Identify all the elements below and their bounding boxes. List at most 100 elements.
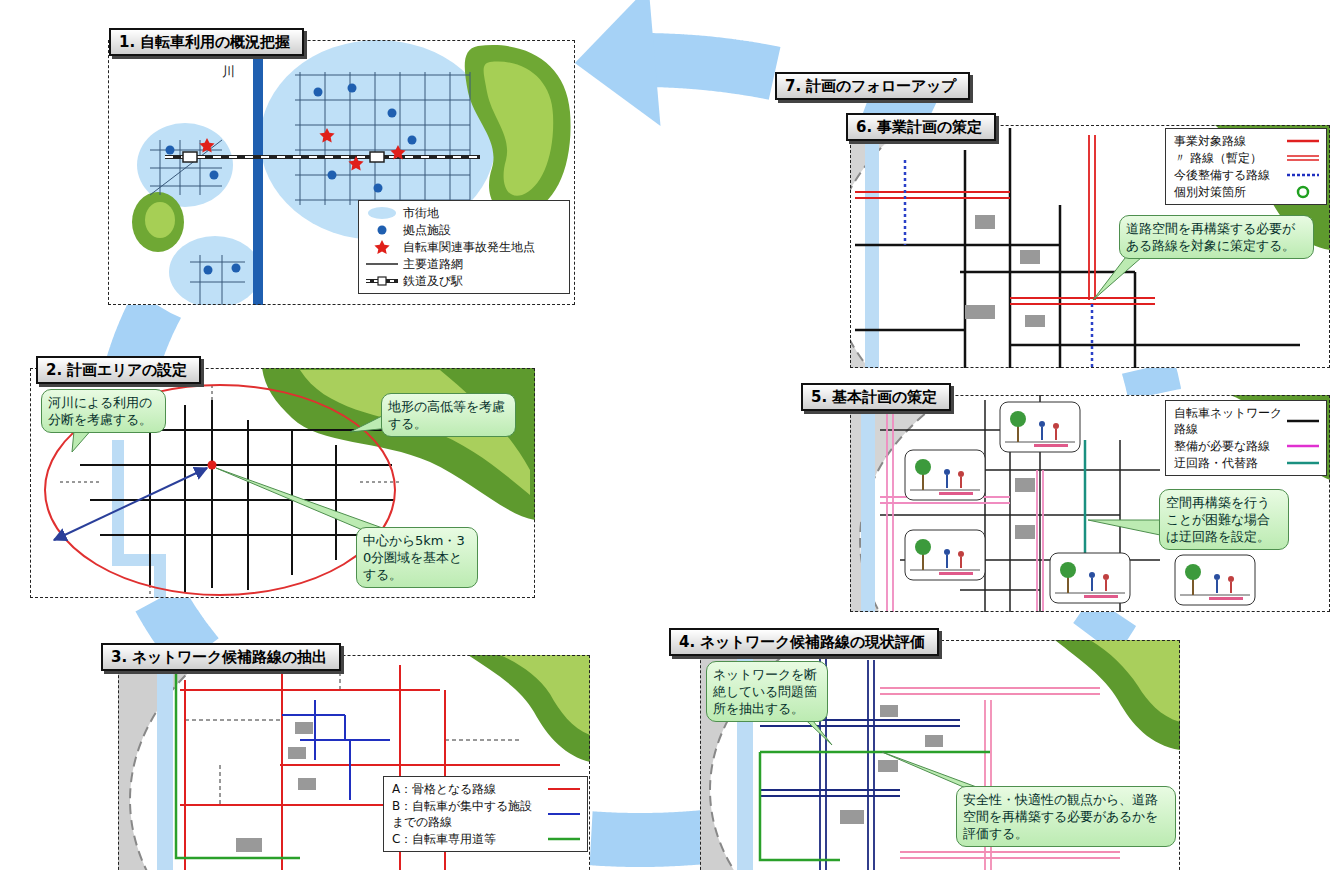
legend-star xyxy=(374,240,389,254)
legend-sample xyxy=(364,257,400,271)
legend-dot xyxy=(378,226,387,235)
arrow-head xyxy=(575,0,661,126)
legend-text: 迂回路・代替路 xyxy=(1171,455,1285,471)
legend-row: 自転車関連事故発生地点 xyxy=(364,239,564,255)
legend-line xyxy=(1287,420,1319,423)
legend-text: 個別対策箇所 xyxy=(1171,184,1285,200)
legend-text: 拠点施設 xyxy=(400,222,564,238)
legend-row: B：自転車が集中する施設までの路線 xyxy=(389,798,582,830)
callout-bubble: 河川による利用の分断を考慮する。 xyxy=(41,389,166,433)
legend-sample xyxy=(364,206,400,220)
legend-text: A：骨格となる路線 xyxy=(389,781,546,797)
legend-box: 事業対象路線〃 路線（暫定）今後整備する路線個別対策箇所 xyxy=(1165,128,1327,205)
callout-text: ネットワークを断絶している問題箇所を抽出する。 xyxy=(713,666,821,717)
legend-sample xyxy=(1285,134,1321,148)
step-title-box: 7. 計画のフォローアップ xyxy=(775,72,970,100)
legend-sample xyxy=(1285,185,1321,199)
legend-row: 主要道路網 xyxy=(364,256,564,272)
legend-line xyxy=(1287,140,1319,143)
legend-row: C：自転車専用道等 xyxy=(389,831,582,847)
legend-ring xyxy=(1298,187,1308,197)
legend-text: C：自転車専用道等 xyxy=(389,831,546,847)
legend-text: 〃 路線（暫定） xyxy=(1171,150,1285,166)
legend-box: 市街地拠点施設自転車関連事故発生地点主要道路網鉄道及び駅 xyxy=(358,200,570,294)
legend-text: 市街地 xyxy=(400,205,564,221)
map-basic-plan xyxy=(850,395,1330,612)
step-title: 2. 計画エリアの設定 xyxy=(36,356,201,384)
step-panel: 4. ネットワーク候補路線の現状評価ネットワークを断絶している問題箇所を抽出する… xyxy=(700,640,1180,870)
step-title: 1. 自転車利用の概況把握 xyxy=(109,28,304,56)
callout-text: 安全性・快適性の観点から、道路空間を再構築する必要があるかを評価する。 xyxy=(963,791,1169,842)
legend-box: A：骨格となる路線B：自転車が集中する施設までの路線C：自転車専用道等 xyxy=(383,776,588,852)
legend-sample xyxy=(1285,456,1321,470)
step-title: 6. 事業計画の策定 xyxy=(846,113,996,141)
map-candidates xyxy=(118,655,590,870)
legend-sample xyxy=(1285,414,1321,428)
legend-sample xyxy=(546,832,582,846)
legend-line xyxy=(548,788,580,790)
legend-row: 今後整備する路線 xyxy=(1171,167,1321,183)
legend-station xyxy=(378,277,386,285)
cycle-band xyxy=(591,837,702,840)
legend-sample xyxy=(1285,151,1321,165)
cycle-connector xyxy=(575,0,775,126)
legend-row: 〃 路線（暫定） xyxy=(1171,150,1321,166)
map-label: 川 xyxy=(222,64,235,80)
legend-text: 事業対象路線 xyxy=(1171,133,1285,149)
legend-text: 自転車関連事故発生地点 xyxy=(400,239,564,255)
callout-bubble: 中心から5km・30分圏域を基本とする。 xyxy=(356,527,478,588)
cycle-connector xyxy=(1095,611,1114,639)
cycle-band xyxy=(1095,611,1114,639)
map-overview xyxy=(108,40,575,305)
map-area xyxy=(30,368,535,598)
step-panel: 2. 計画エリアの設定河川による利用の分断を考慮する。地形の高低等を考慮する。中… xyxy=(30,368,535,598)
callout-bubble: 道路空間を再構築する必要がある路線を対象に策定する。 xyxy=(1119,215,1314,259)
callout-bubble: ネットワークを断絶している問題箇所を抽出する。 xyxy=(706,661,828,722)
cycle-connector xyxy=(591,837,702,840)
legend-box: 自転車ネットワーク路線整備が必要な路線迂回路・代替路 xyxy=(1165,400,1327,476)
legend-line xyxy=(1287,159,1319,161)
callout-bubble: 地形の高低等を考慮する。 xyxy=(381,393,516,437)
step-title: 5. 基本計画の策定 xyxy=(801,383,951,411)
legend-row: 拠点施設 xyxy=(364,222,564,238)
legend-row: 迂回路・代替路 xyxy=(1171,455,1321,471)
callout-text: 地形の高低等を考慮する。 xyxy=(388,398,509,432)
legend-line xyxy=(548,813,580,815)
step-title: 7. 計画のフォローアップ xyxy=(785,77,956,95)
legend-text: 今後整備する路線 xyxy=(1171,167,1285,183)
legend-line xyxy=(366,263,398,265)
legend-line xyxy=(1287,462,1319,465)
callout-text: 道路空間を再構築する必要がある路線を対象に策定する。 xyxy=(1126,220,1307,254)
callout-text: 中心から5km・30分圏域を基本とする。 xyxy=(363,532,471,583)
cycle-band xyxy=(644,60,775,73)
callout-text: 空間再構築を行うことが困難な場合は迂回路を設定。 xyxy=(1166,494,1282,545)
legend-text: 主要道路網 xyxy=(400,256,564,272)
step-title: 4. ネットワーク候補路線の現状評価 xyxy=(669,628,939,656)
legend-text: 整備が必要な路線 xyxy=(1171,438,1285,454)
legend-sample xyxy=(364,223,400,237)
legend-line xyxy=(1287,445,1319,448)
map-evaluation xyxy=(700,640,1180,870)
cycle-connector xyxy=(1148,368,1154,395)
legend-swatch xyxy=(368,207,396,219)
legend-text: 鉄道及び駅 xyxy=(400,273,564,289)
legend-row: 個別対策箇所 xyxy=(1171,184,1321,200)
legend-row: 鉄道及び駅 xyxy=(364,273,564,289)
legend-text: 自転車ネットワーク路線 xyxy=(1171,405,1285,437)
legend-sample xyxy=(546,807,582,821)
legend-sample xyxy=(364,274,400,288)
legend-row: 事業対象路線 xyxy=(1171,133,1321,149)
legend-sample xyxy=(1285,439,1321,453)
legend-text: B：自転車が集中する施設までの路線 xyxy=(389,798,546,830)
legend-sample xyxy=(546,782,582,796)
step-title: 3. ネットワーク候補路線の抽出 xyxy=(101,643,341,671)
legend-row: A：骨格となる路線 xyxy=(389,781,582,797)
legend-row: 整備が必要な路線 xyxy=(1171,438,1321,454)
legend-sample xyxy=(1285,168,1321,182)
cycle-band xyxy=(1148,368,1154,395)
legend-line xyxy=(1287,174,1319,177)
legend-row: 自転車ネットワーク路線 xyxy=(1171,405,1321,437)
legend-sample xyxy=(364,240,400,254)
